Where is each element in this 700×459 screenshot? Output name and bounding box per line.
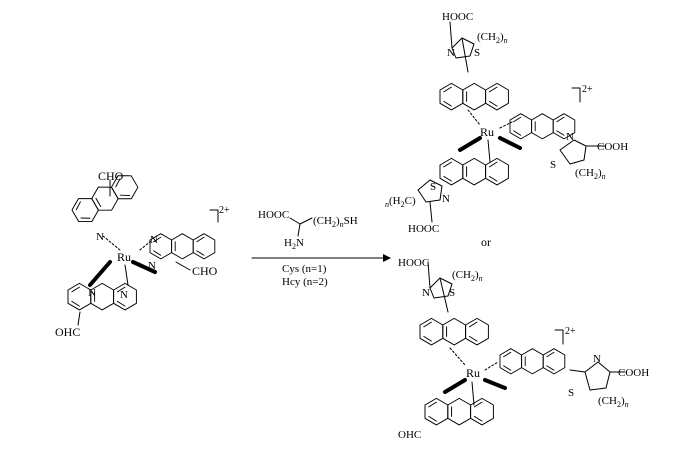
reagent-chain: (CH2)nSH xyxy=(313,215,358,229)
reagent-hooc: HOOC xyxy=(258,209,289,221)
p2-ru: Ru xyxy=(466,366,480,380)
p1-ch2n-right: (CH2)n xyxy=(575,167,606,181)
p1-charge: 2+ xyxy=(582,84,593,95)
p2-ch2n-right: (CH2)n xyxy=(598,395,629,409)
reactant-charge: 2+ xyxy=(219,205,230,216)
product-2-complex xyxy=(419,261,626,426)
reactant-n1: N xyxy=(96,231,104,243)
p2-charge: 2+ xyxy=(565,326,576,337)
p1-n-left: N xyxy=(442,193,450,205)
reagent-cys: Cys (n=1) xyxy=(282,263,327,275)
p1-nh: N xyxy=(566,131,574,143)
p2-nh: N xyxy=(593,353,601,365)
reactant-n5: N xyxy=(120,289,128,301)
p2-ohc: OHC xyxy=(398,429,421,441)
reactant-ru-label: Ru xyxy=(117,250,131,264)
reactant-cho-top: CHO xyxy=(98,169,124,183)
reactant-n2: N xyxy=(150,234,158,246)
or-text: or xyxy=(481,235,491,249)
p1-bracket xyxy=(571,87,581,103)
p2-n-top: N xyxy=(422,287,430,299)
p2-s-top: S xyxy=(449,287,455,299)
reactant-n4: N xyxy=(88,287,96,299)
reactant-cho-right: CHO xyxy=(192,264,218,278)
p1-h2c: n(H2C) xyxy=(385,195,416,209)
p1-hooc-left: HOOC xyxy=(408,223,439,235)
reagent-nh2: H2N xyxy=(284,237,304,251)
p1-s-left: S xyxy=(430,181,436,193)
product-1-complex xyxy=(417,21,606,223)
p1-cooh: COOH xyxy=(597,141,628,153)
p1-n-top: N xyxy=(447,47,455,59)
p1-s-minus: S xyxy=(550,159,556,171)
p1-ch2n-top: (CH2)n xyxy=(477,31,508,45)
p2-bracket xyxy=(554,329,564,345)
reagent-hcy: Hcy (n=2) xyxy=(282,276,328,288)
reagent-structure xyxy=(289,217,313,237)
p2-hooc: HOOC xyxy=(398,257,429,269)
p1-s-top: S xyxy=(474,47,480,59)
p1-hooc: HOOC xyxy=(442,11,473,23)
reactant-n3: N xyxy=(148,260,156,272)
reactant-bracket xyxy=(209,209,219,223)
reactant-ohc-bottom: OHC xyxy=(55,325,80,339)
p2-cooh: COOH xyxy=(618,367,649,379)
p2-s-minus: S xyxy=(568,387,574,399)
reactant-complex xyxy=(67,169,216,326)
p1-ru: Ru xyxy=(480,125,494,139)
p2-ch2n-top: (CH2)n xyxy=(452,269,483,283)
